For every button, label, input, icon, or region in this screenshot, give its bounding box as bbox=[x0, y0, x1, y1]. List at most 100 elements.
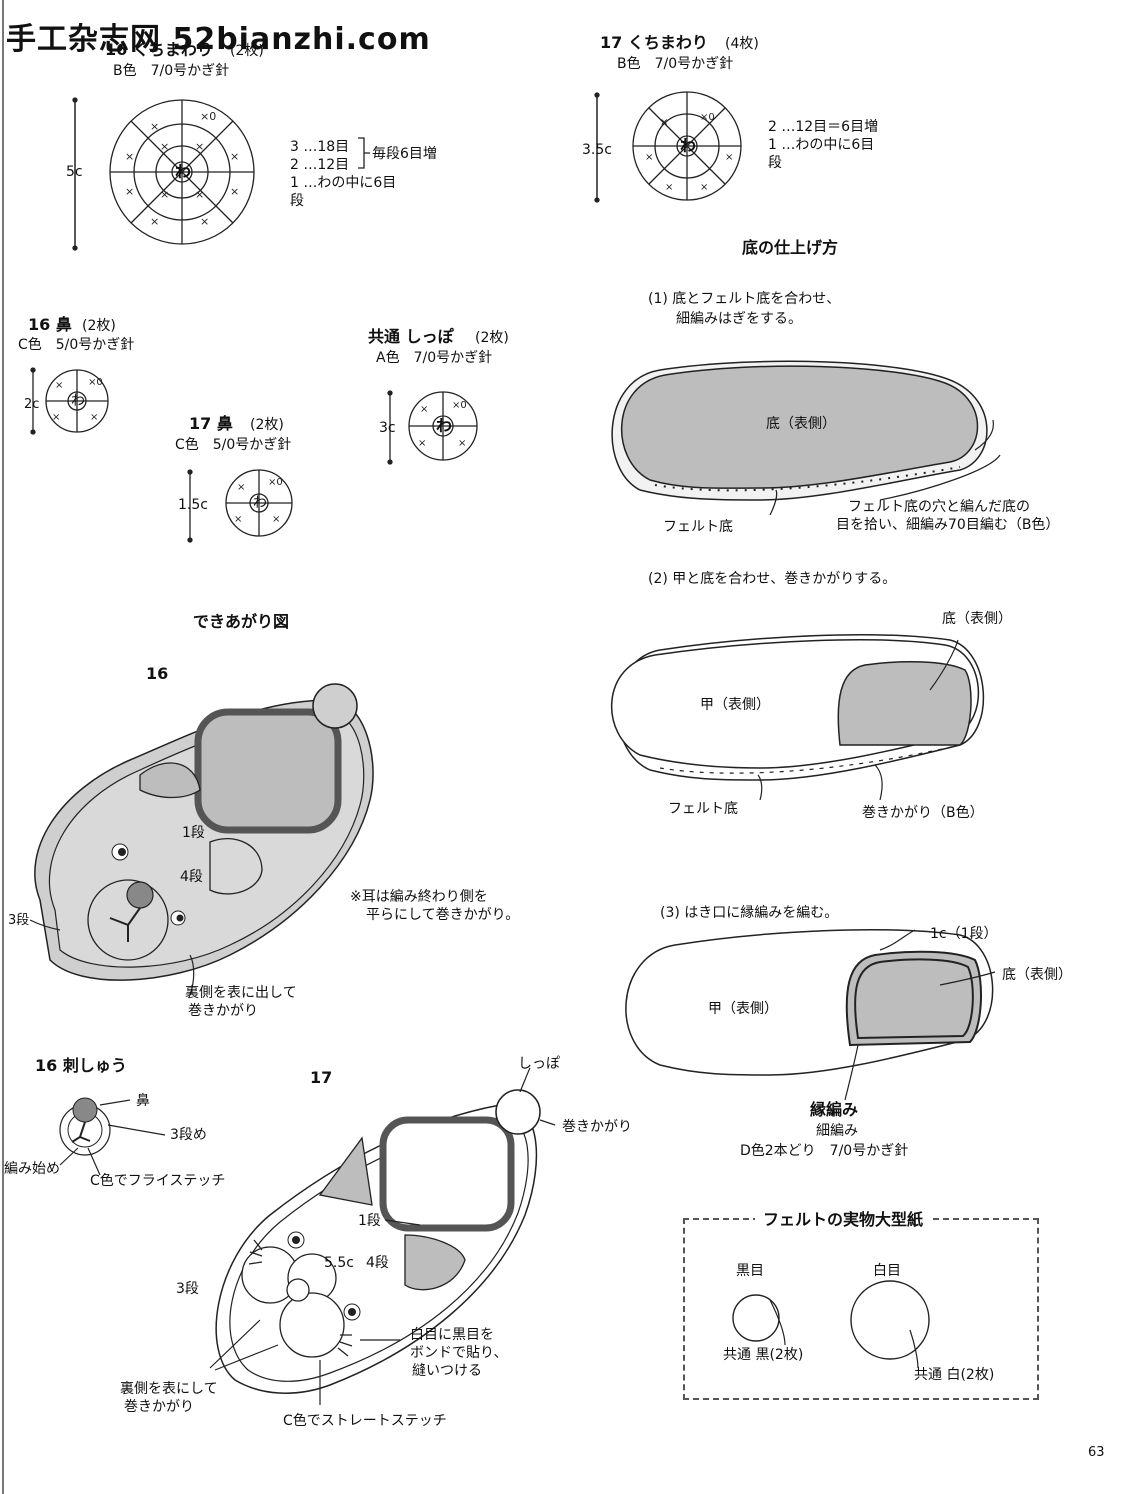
svg-text:×: × bbox=[160, 188, 169, 201]
step3-upper-label: 甲（表側） bbox=[708, 1001, 778, 1017]
step2-upper-label: 甲（表側） bbox=[700, 697, 770, 713]
tail-center: わ bbox=[436, 416, 453, 435]
svg-text:×0: ×0 bbox=[88, 377, 103, 388]
svg-text:×: × bbox=[725, 152, 733, 163]
svg-text:×: × bbox=[200, 215, 209, 228]
embroidery16-fly: C色でフライステッチ bbox=[90, 1173, 226, 1189]
s17-row3: 3段 bbox=[176, 1281, 199, 1297]
svg-text:×0: ×0 bbox=[700, 112, 715, 123]
svg-text:×: × bbox=[420, 404, 428, 415]
finished16-row4: 4段 bbox=[180, 869, 203, 885]
mouth16-row3: 3 …18目 bbox=[290, 139, 350, 155]
s17-size: 5.5c bbox=[324, 1255, 354, 1271]
finished-16-number: 16 bbox=[146, 664, 169, 683]
nose16-center: わ bbox=[71, 393, 85, 409]
s17-row1: 1段 bbox=[358, 1213, 381, 1229]
finished16-wrong-line2: 巻きかがり bbox=[188, 1003, 258, 1019]
svg-text:×0: ×0 bbox=[452, 400, 467, 411]
mouth16-chart: ××0 ×× ×× ×× ×× ×× bbox=[72, 97, 255, 251]
svg-text:×: × bbox=[55, 380, 63, 391]
mouth16-row2: 2 …12目 bbox=[290, 157, 350, 173]
finished16-row1: 1段 bbox=[182, 825, 205, 841]
finished17-drawing bbox=[209, 1067, 556, 1405]
felt-white-count: 共通 白(2枚) bbox=[914, 1367, 995, 1383]
mouth17-row-label: 段 bbox=[768, 155, 782, 171]
ear-note-line2: 平らにして巻きかがり。 bbox=[366, 907, 520, 923]
embroidery16-title: 16 刺しゅう bbox=[35, 1056, 127, 1075]
finished16-wrong-line1: 裏側を表に出して bbox=[185, 985, 297, 1001]
tail-size: 3c bbox=[379, 420, 396, 436]
mouth17-title: 17 くちまわり bbox=[600, 33, 708, 52]
svg-text:×0: ×0 bbox=[200, 110, 216, 123]
embroidery16-row3: 3段め bbox=[170, 1127, 207, 1143]
tail-sub: A色 7/0号かぎ針 bbox=[376, 350, 493, 366]
nose16-size: 2c bbox=[24, 397, 40, 412]
step2-title: (2) 甲と底を合わせ、巻きかがりする。 bbox=[648, 571, 897, 587]
step1-felt-label: フェルト底 bbox=[663, 519, 733, 535]
nose17-center: わ bbox=[253, 495, 267, 511]
embroidery16-start: 編み始め bbox=[4, 1161, 60, 1177]
nose16-title: 16 鼻 bbox=[28, 315, 72, 334]
step1-sole-drawing bbox=[611, 360, 1001, 516]
svg-text:×: × bbox=[90, 412, 98, 423]
svg-text:×: × bbox=[160, 140, 169, 153]
svg-text:×0: ×0 bbox=[268, 477, 283, 488]
mouth16-row-label: 段 bbox=[290, 193, 304, 209]
step1-sole-label: 底（表側） bbox=[766, 416, 836, 432]
svg-text:×: × bbox=[195, 188, 204, 201]
mouth16-title: 16 くちまわり bbox=[105, 40, 213, 59]
embroidery16-nose: 鼻 bbox=[136, 1093, 150, 1109]
nose16-chart: × ×0 × × bbox=[30, 367, 109, 435]
step1-line1: (1) 底とフェルト底を合わせ、 bbox=[648, 291, 841, 307]
mouth16-size: 5c bbox=[66, 164, 83, 180]
nose17-count: (2枚) bbox=[250, 417, 284, 433]
mouth16-note: 毎段6目増 bbox=[372, 146, 437, 162]
felt-pattern-title: フェルトの実物大型紙 bbox=[755, 1210, 932, 1230]
s17-row4: 4段 bbox=[366, 1255, 389, 1271]
tail-count: (2枚) bbox=[475, 330, 509, 346]
mouth17-center: わ bbox=[680, 136, 697, 155]
mouth17-sub: B色 7/0号かぎ針 bbox=[617, 56, 734, 72]
mouth16-row1: 1 …わの中に6目 bbox=[290, 175, 397, 191]
step3-title: (3) はき口に縁編みを編む。 bbox=[660, 905, 839, 921]
felt-pattern-drawing bbox=[732, 1280, 930, 1369]
finished-17-number: 17 bbox=[310, 1068, 333, 1087]
tail-chart: ××0 ×× bbox=[387, 390, 478, 465]
s17-straight: C色でストレートステッチ bbox=[283, 1413, 447, 1429]
finished16-row3: 3段 bbox=[8, 913, 30, 928]
svg-text:×: × bbox=[125, 185, 134, 198]
svg-text:×: × bbox=[52, 412, 60, 423]
mouth17-chart: ××0 ×× ×× bbox=[594, 91, 742, 203]
nose16-count: (2枚) bbox=[82, 318, 116, 334]
edge-sub: 細編み bbox=[816, 1123, 858, 1139]
edge-yarn: D色2本どり 7/0号かぎ針 bbox=[740, 1143, 909, 1159]
svg-text:×: × bbox=[230, 185, 239, 198]
tail-title: 共通 しっぽ bbox=[368, 327, 454, 346]
site-watermark: 手工杂志网 52bianzhi.com bbox=[6, 22, 431, 57]
svg-text:×: × bbox=[700, 182, 708, 193]
mouth17-row2: 2 …12目＝6目増 bbox=[768, 119, 879, 135]
edge-title: 縁編み bbox=[810, 1100, 859, 1119]
s17-eye-line3: 縫いつける bbox=[412, 1363, 482, 1379]
nose17-size: 1.5c bbox=[178, 497, 208, 513]
svg-text:×: × bbox=[195, 140, 204, 153]
mouth16-sub: B色 7/0号かぎ針 bbox=[113, 63, 230, 79]
felt-white-label: 白目 bbox=[873, 1263, 901, 1279]
svg-text:×: × bbox=[150, 120, 159, 133]
nose17-chart: ××0 ×× bbox=[187, 469, 293, 543]
nose17-title: 17 鼻 bbox=[189, 414, 233, 433]
mouth16-center: わ bbox=[175, 162, 192, 181]
s17-whip: 巻きかがり bbox=[562, 1119, 632, 1135]
svg-text:×: × bbox=[150, 215, 159, 228]
svg-text:×: × bbox=[660, 117, 668, 128]
s17-wrong-line1: 裏側を表にして bbox=[120, 1381, 218, 1397]
mouth16-count: (2枚) bbox=[230, 43, 264, 59]
felt-black-label: 黒目 bbox=[736, 1263, 764, 1279]
svg-text:×: × bbox=[125, 150, 134, 163]
sole-finish-title: 底の仕上げ方 bbox=[742, 238, 839, 257]
svg-text:×: × bbox=[645, 152, 653, 163]
mouth17-size: 3.5c bbox=[582, 142, 612, 158]
step1-line2: 細編みはぎをする。 bbox=[676, 311, 802, 327]
s17-eye-line2: ボンドで貼り、 bbox=[410, 1345, 508, 1361]
